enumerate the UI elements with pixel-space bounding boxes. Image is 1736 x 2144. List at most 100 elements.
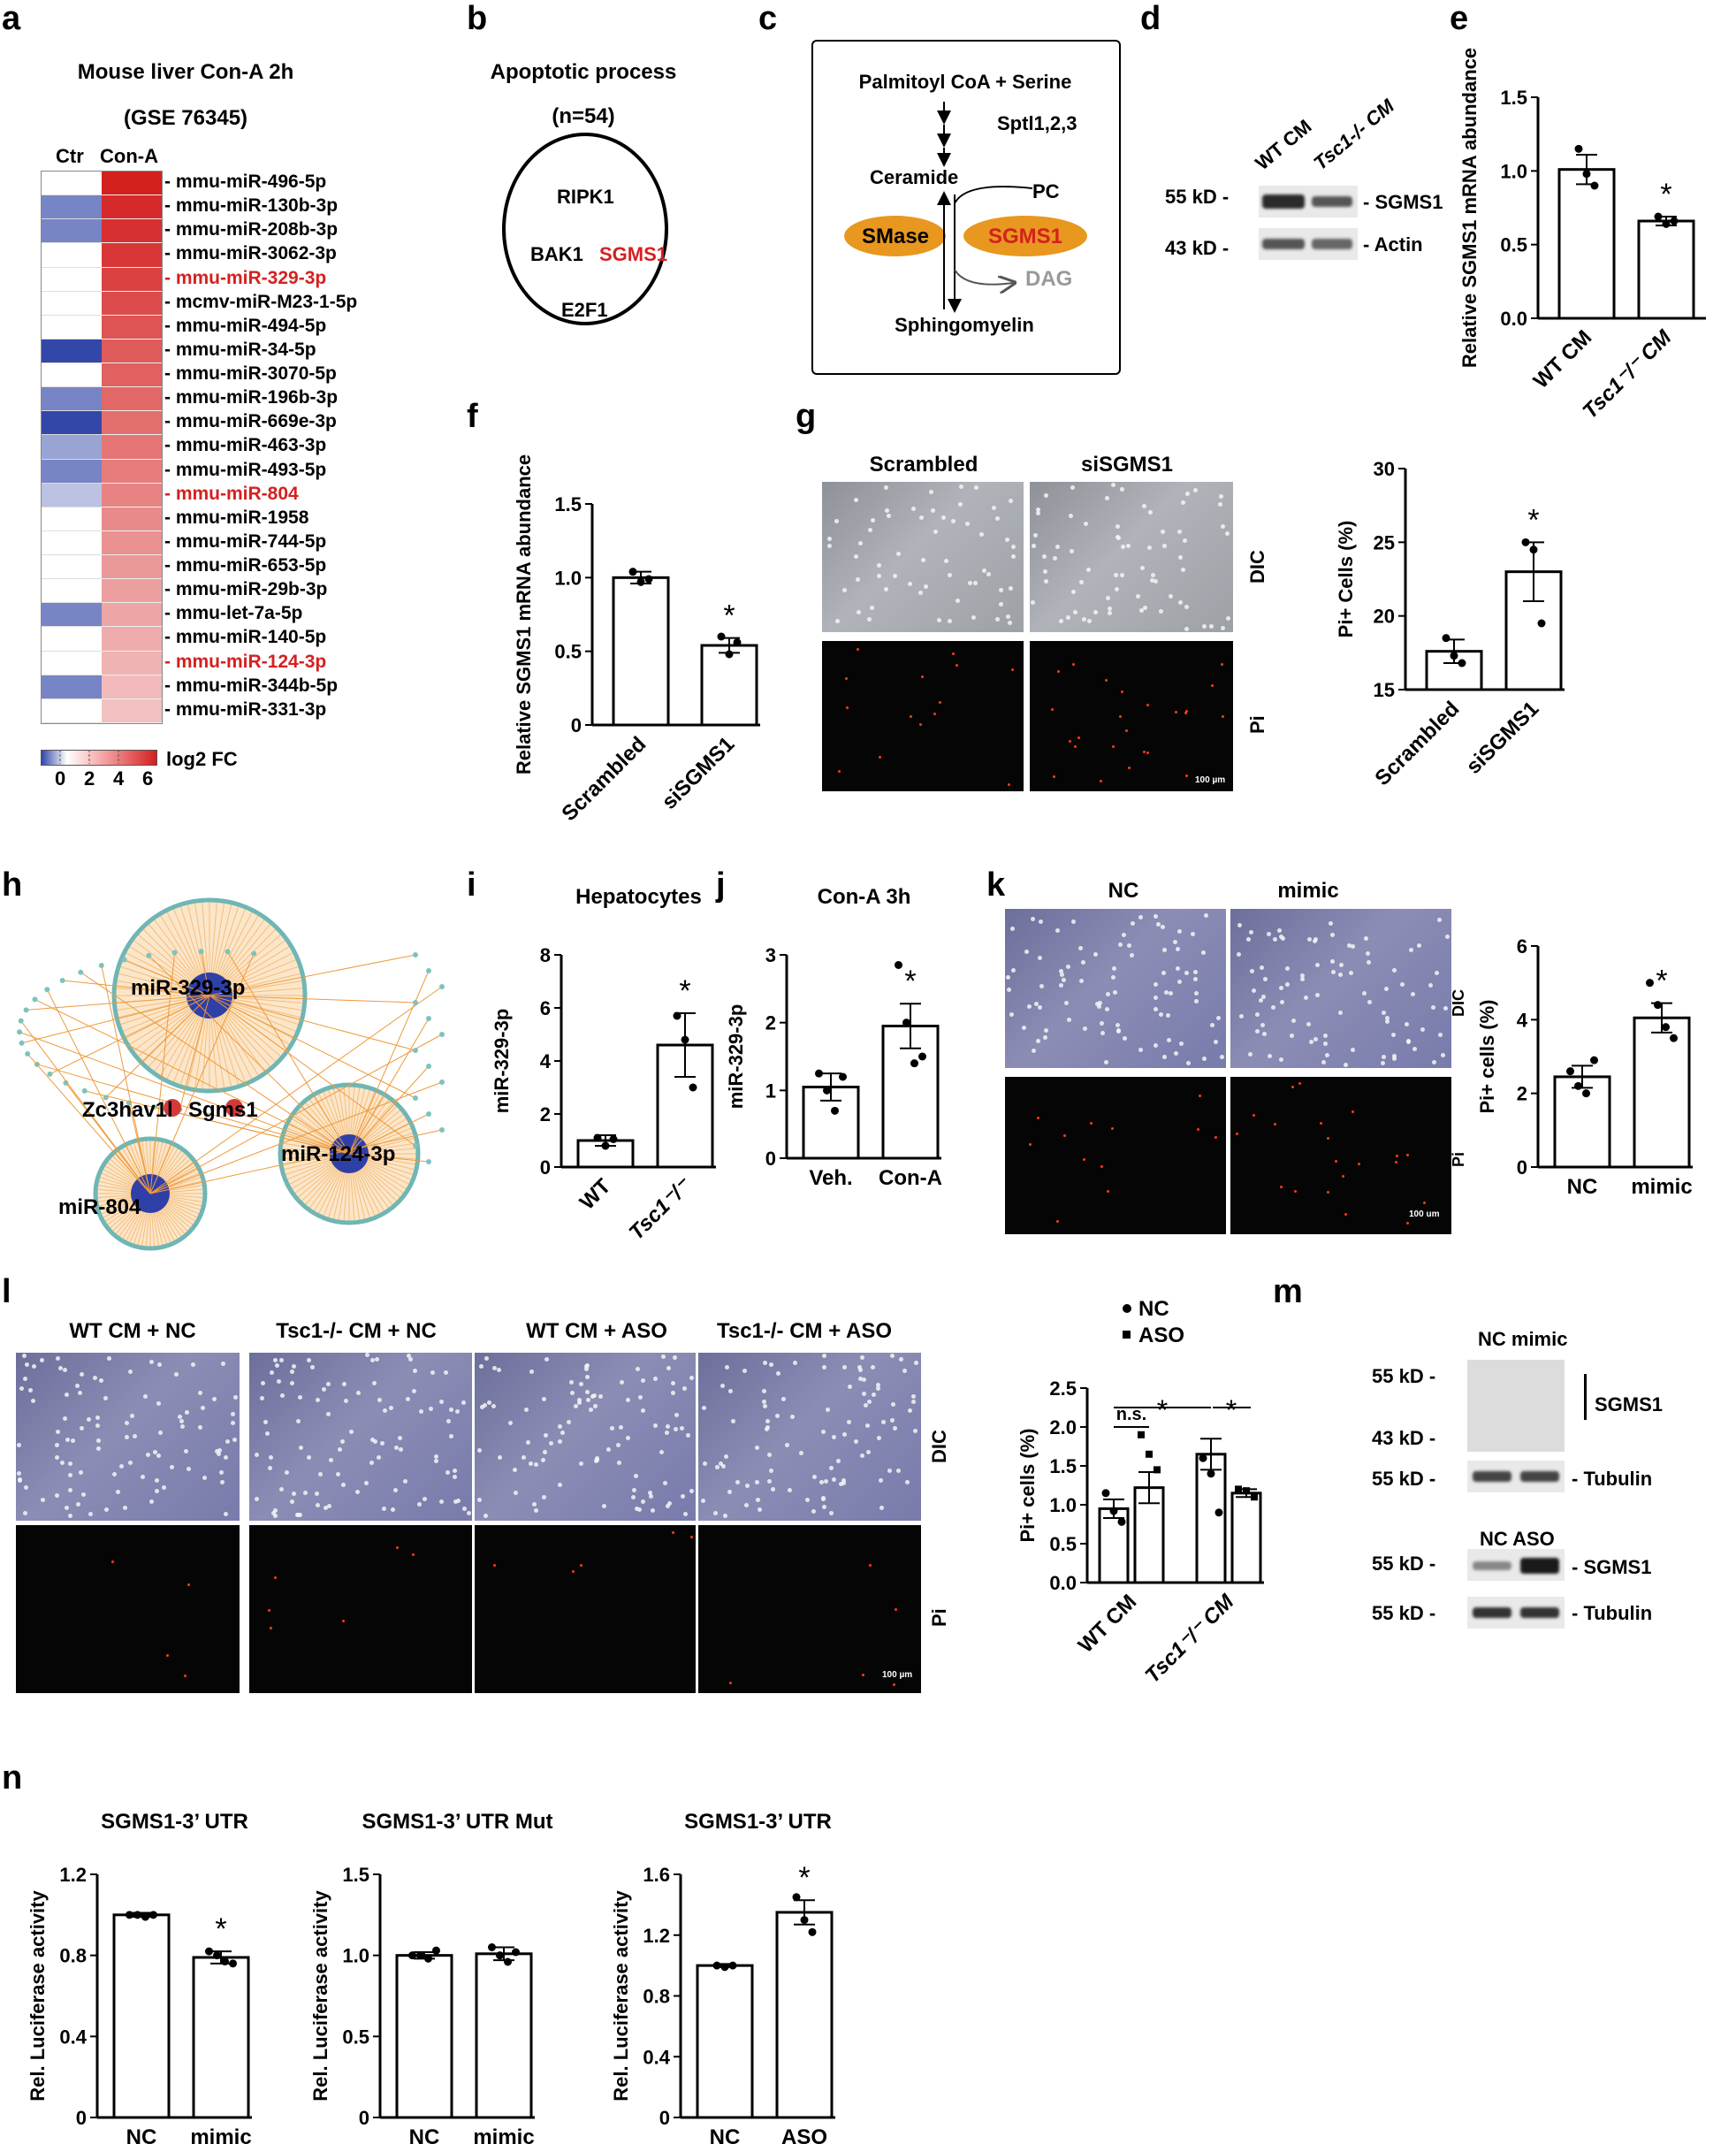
cell-spot [526, 1440, 531, 1446]
cell-spot [1280, 936, 1285, 942]
cell-spot [864, 1423, 870, 1428]
network-satellite [251, 950, 257, 957]
cell-spot [149, 1360, 155, 1365]
cell-spot [1324, 1052, 1329, 1057]
pathway-arrows [937, 102, 1033, 313]
cell-spot [149, 1499, 155, 1504]
pi-positive-cell [1422, 1202, 1426, 1205]
y-axis-label: Rel. Luciferase activity [27, 1890, 49, 2102]
cell-spot [31, 1364, 36, 1370]
cell-spot [1008, 585, 1013, 591]
cell-spot [95, 1423, 101, 1428]
cell-spot [1182, 538, 1187, 544]
cell-spot [876, 1435, 881, 1440]
network-satellite [413, 1143, 418, 1148]
pi-positive-cell [910, 715, 913, 719]
network-satellite [121, 957, 127, 963]
cell-spot [106, 1356, 111, 1362]
cell-spot [1058, 968, 1063, 973]
network-satellite [426, 1064, 431, 1069]
cell-spot [839, 1482, 844, 1487]
cell-spot [861, 1377, 866, 1383]
panel-label-j: j [716, 866, 726, 904]
cell-spot [578, 1382, 583, 1387]
cell-spot [762, 1389, 767, 1394]
cell-spot [316, 1398, 321, 1403]
cell-spot [68, 1461, 73, 1467]
cell-spot [1104, 1060, 1109, 1065]
cell-spot [1313, 937, 1318, 942]
y-tick-label: 0 [1517, 1156, 1527, 1179]
cell-spot [787, 1488, 792, 1493]
cell-spot [1300, 973, 1306, 978]
cell-spot [1070, 548, 1075, 553]
x-tick-label: WT CM [1074, 1590, 1142, 1658]
cell-spot [1158, 1011, 1163, 1017]
cell-spot [1338, 1010, 1344, 1015]
cell-spot [372, 1439, 377, 1445]
cell-spot [434, 1453, 439, 1459]
panel-label-b: b [467, 0, 488, 37]
cell-spot [231, 1411, 236, 1416]
cell-spot [574, 1403, 579, 1408]
cell-spot [826, 544, 832, 549]
heatmap-cell-ctr [42, 387, 102, 412]
node-mir124: miR-124-3p [281, 1142, 396, 1166]
m-blot-sgms1-mimic [1467, 1360, 1565, 1452]
x-tick-label: NC [710, 2125, 741, 2144]
cell-spot [476, 1447, 482, 1453]
data-point [1199, 1453, 1207, 1462]
cell-spot [99, 1377, 104, 1383]
cell-spot [1122, 1035, 1127, 1041]
cell-spot [857, 1377, 863, 1382]
cell-spot [836, 1459, 841, 1464]
network-edge [36, 1064, 350, 1155]
cell-spot [142, 1394, 148, 1400]
heatmap-cell-ctr [42, 315, 102, 340]
cell-spot [811, 1475, 817, 1480]
pi-positive-cell [341, 1619, 345, 1622]
network-edge [149, 986, 443, 1194]
cell-spot [343, 1399, 348, 1404]
cell-spot [483, 1513, 488, 1518]
cell-spot [349, 1429, 354, 1434]
pathway-ceramide: Ceramide [870, 166, 959, 188]
cell-spot [1348, 971, 1353, 976]
cell-spot [978, 531, 984, 537]
cell-spot [178, 1414, 183, 1419]
network-satellite [81, 1087, 88, 1094]
pi-positive-cell [1082, 1157, 1085, 1161]
cell-spot [898, 1356, 903, 1362]
cell-spot [910, 507, 916, 512]
cell-spot [1084, 521, 1089, 526]
cell-spot [1039, 919, 1044, 924]
cell-spot [991, 505, 996, 510]
cell-spot [1115, 523, 1120, 529]
y-axis-label: Rel. Luciferase activity [309, 1890, 331, 2102]
cell-spot [1260, 965, 1265, 970]
blot-d-mw-43: 43 kD - [1165, 237, 1230, 259]
heatmap-col-ctr: Ctr [56, 145, 84, 167]
heatmap-row-label: - mmu-miR-344b-5p [164, 675, 339, 696]
pi-positive-cell [183, 1674, 187, 1677]
cell-spot [1181, 568, 1186, 573]
k-row-dic: DIC [1450, 989, 1467, 1017]
cell-spot [1216, 1015, 1222, 1020]
cell-spot [594, 1455, 599, 1461]
data-point [689, 1083, 697, 1092]
cell-spot [289, 1370, 294, 1375]
x-tick-label: Scrambled [557, 732, 651, 826]
m-band-bracket [1584, 1374, 1587, 1420]
m-bottom-mw-55: 55 kD - [1372, 1553, 1436, 1575]
pi-positive-cell [269, 1627, 272, 1630]
cell-spot [1039, 983, 1045, 988]
x-tick-label: Con-A [879, 1166, 942, 1190]
x-tick-label: NC [126, 2125, 157, 2144]
cell-spot [1067, 1018, 1072, 1023]
data-point [126, 1911, 133, 1919]
cell-spot [904, 1480, 910, 1485]
cell-spot [1147, 509, 1153, 515]
heatmap-cell-ctr [42, 483, 102, 507]
pi-positive-cell [1175, 710, 1178, 713]
cell-spot [1031, 544, 1036, 549]
